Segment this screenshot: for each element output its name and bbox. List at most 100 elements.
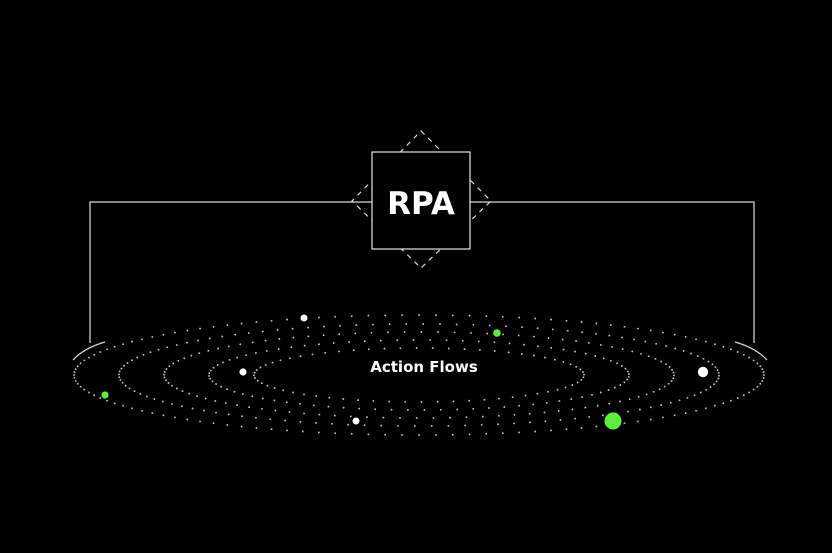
- grid-dot: [623, 422, 626, 425]
- grid-dot: [569, 363, 572, 366]
- grid-dot: [582, 371, 584, 373]
- grid-dot: [186, 418, 189, 421]
- grid-dot: [599, 343, 602, 346]
- grid-dot: [571, 408, 574, 411]
- grid-dot: [226, 423, 229, 426]
- grid-dot: [332, 342, 335, 344]
- rpa-label: RPA: [387, 186, 455, 222]
- grid-dot: [502, 333, 505, 336]
- grid-dot: [145, 395, 148, 398]
- grid-dot: [130, 359, 133, 362]
- grid-dot: [418, 434, 420, 436]
- grid-dot: [167, 382, 170, 384]
- grid-dot: [485, 432, 488, 435]
- grid-dot: [644, 340, 647, 343]
- grid-dot: [624, 367, 627, 370]
- grid-dot: [366, 416, 368, 419]
- node-green-bottom-large: [604, 412, 622, 430]
- grid-dot: [429, 339, 432, 341]
- grid-dot: [322, 334, 325, 337]
- grid-dot: [338, 350, 341, 353]
- node-white-bottom: [352, 417, 360, 425]
- grid-dot: [655, 342, 658, 345]
- grid-dot: [93, 353, 96, 356]
- grid-dot: [662, 416, 664, 419]
- grid-dot: [451, 314, 454, 317]
- grid-dot: [614, 386, 616, 389]
- grid-dot: [472, 323, 475, 326]
- grid-dot: [439, 408, 442, 411]
- grid-dot: [136, 356, 139, 359]
- grid-dot: [123, 364, 125, 367]
- grid-dot: [472, 407, 475, 410]
- grid-dot: [255, 321, 258, 324]
- grid-dot: [212, 366, 215, 369]
- grid-dot: [488, 324, 491, 327]
- grid-dot: [301, 430, 304, 433]
- grid-dot: [633, 338, 636, 341]
- grid-dot: [334, 432, 337, 435]
- grid-dot: [461, 339, 464, 342]
- grid-dot: [544, 420, 547, 423]
- grid-dot: [652, 390, 655, 393]
- grid-dot: [503, 406, 506, 408]
- grid-dot: [524, 394, 527, 397]
- grid-dot: [292, 391, 294, 394]
- grid-dot: [670, 380, 673, 382]
- grid-dot: [550, 318, 552, 321]
- grid-dot: [286, 429, 288, 432]
- grid-dot: [299, 355, 302, 358]
- grid-dot: [199, 327, 202, 330]
- grid-dot: [714, 366, 717, 369]
- grid-dot: [264, 364, 267, 366]
- grid-dot: [412, 339, 415, 341]
- grid-dot: [175, 343, 178, 346]
- grid-dot: [224, 402, 227, 405]
- grid-dot: [254, 377, 256, 379]
- grid-dot: [742, 353, 745, 356]
- grid-dot: [403, 331, 406, 334]
- grid-dot: [151, 412, 154, 415]
- grid-dot: [702, 357, 705, 360]
- grid-dot: [128, 387, 131, 390]
- grid-dot: [580, 378, 583, 381]
- grid-dot: [277, 348, 280, 350]
- grid-dot: [315, 395, 318, 398]
- grid-dot: [303, 393, 305, 396]
- grid-dot: [247, 332, 250, 334]
- grid-dot: [254, 352, 257, 354]
- grid-dot: [236, 356, 239, 359]
- grid-dot: [198, 352, 201, 355]
- grid-dot: [118, 373, 120, 376]
- grid-dot: [468, 399, 471, 402]
- grid-dot: [627, 375, 630, 378]
- grid-dot: [528, 412, 531, 415]
- grid-dot: [559, 419, 562, 421]
- grid-dot: [654, 357, 657, 360]
- grid-dot: [388, 400, 391, 403]
- grid-dot: [241, 393, 244, 395]
- grid-dot: [518, 404, 521, 407]
- rpa-node: RPA: [351, 130, 492, 269]
- grid-dot: [574, 417, 577, 420]
- grid-dot: [532, 335, 535, 338]
- grid-dot: [583, 373, 585, 376]
- grid-dot: [342, 406, 345, 409]
- grid-dot: [587, 341, 590, 344]
- grid-dot: [226, 324, 229, 327]
- grid-dot: [658, 388, 661, 391]
- grid-dot: [638, 408, 641, 411]
- grid-dot: [299, 402, 301, 405]
- grid-dot: [276, 329, 279, 331]
- grid-dot: [208, 374, 211, 377]
- grid-dot: [227, 413, 230, 416]
- grid-dot: [722, 402, 725, 405]
- grid-dot: [501, 315, 504, 318]
- grid-dot: [317, 431, 320, 434]
- grid-dot: [662, 331, 664, 334]
- grid-dot: [637, 395, 640, 398]
- grid-dot: [401, 433, 404, 436]
- grid-dot: [717, 371, 720, 374]
- grid-dot: [761, 368, 764, 371]
